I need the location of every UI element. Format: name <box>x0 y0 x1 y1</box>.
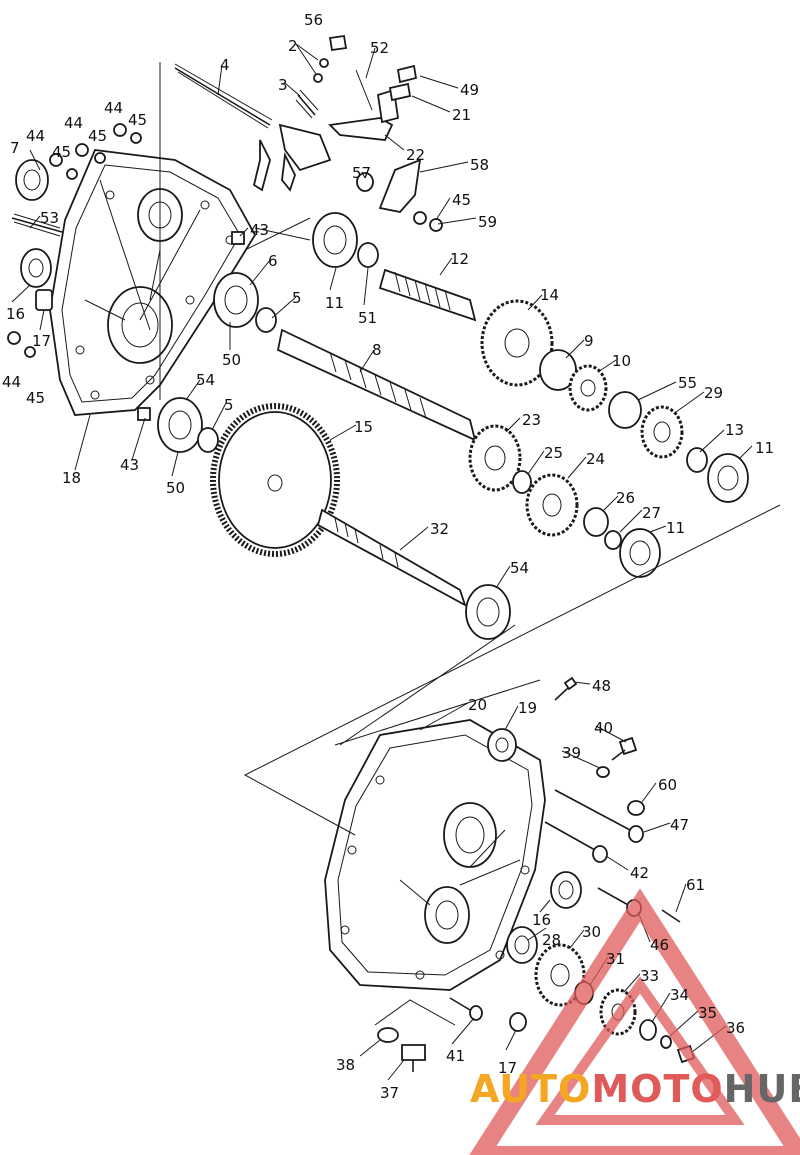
part-number-22: 22 <box>406 146 425 164</box>
part-number-11: 11 <box>666 519 685 537</box>
middle-shaft-assembly <box>157 272 661 578</box>
part-number-17: 17 <box>498 1059 517 1077</box>
part-number-45: 45 <box>128 111 147 129</box>
part-number-14: 14 <box>540 286 559 304</box>
part-number-57: 57 <box>352 164 371 182</box>
part-number-31: 31 <box>606 950 625 968</box>
part-number-41: 41 <box>446 1047 465 1065</box>
part-number-18: 18 <box>62 469 81 487</box>
part-number-24: 24 <box>586 450 605 468</box>
part-number-16: 16 <box>6 305 25 323</box>
part-number-15: 15 <box>354 418 373 436</box>
part-number-5: 5 <box>224 396 234 414</box>
part-number-58: 58 <box>470 156 489 174</box>
part-number-44: 44 <box>64 114 83 132</box>
part-number-11: 11 <box>325 294 344 312</box>
part-number-51: 51 <box>358 309 377 327</box>
part-number-40: 40 <box>594 719 613 737</box>
part-number-33: 33 <box>640 967 659 985</box>
guide-lines <box>243 217 781 1026</box>
part-number-13: 13 <box>725 421 744 439</box>
left-small-parts <box>7 123 245 421</box>
part-number-27: 27 <box>642 504 661 522</box>
part-number-45: 45 <box>452 191 471 209</box>
part-number-32: 32 <box>430 520 449 538</box>
part-number-48: 48 <box>592 677 611 695</box>
part-number-17: 17 <box>32 332 51 350</box>
part-number-54: 54 <box>196 371 215 389</box>
part-number-6: 6 <box>268 252 278 270</box>
part-number-37: 37 <box>380 1084 399 1102</box>
part-number-5: 5 <box>292 289 302 307</box>
leader-lines <box>11 43 753 1081</box>
part-number-16: 16 <box>532 911 551 929</box>
part-number-52: 52 <box>370 39 389 57</box>
part-number-45: 45 <box>26 389 45 407</box>
part-number-38: 38 <box>336 1056 355 1074</box>
brand-part-hub: HUB <box>724 1067 800 1111</box>
part-number-23: 23 <box>522 411 541 429</box>
part-number-53: 53 <box>40 209 59 227</box>
part-number-2: 2 <box>288 37 298 55</box>
part-number-44: 44 <box>26 127 45 145</box>
part-number-35: 35 <box>698 1004 717 1022</box>
part-number-61: 61 <box>686 876 705 894</box>
part-number-60: 60 <box>658 776 677 794</box>
part-number-46: 46 <box>650 936 669 954</box>
part-number-19: 19 <box>518 699 537 717</box>
shift-mechanism <box>159 34 443 400</box>
right-case <box>324 719 546 991</box>
brand-part-auto: AUTO <box>470 1067 591 1111</box>
part-number-50: 50 <box>222 351 241 369</box>
part-number-26: 26 <box>616 489 635 507</box>
part-number-44: 44 <box>2 373 21 391</box>
part-number-39: 39 <box>562 744 581 762</box>
part-number-42: 42 <box>630 864 649 882</box>
part-number-36: 36 <box>726 1019 745 1037</box>
part-number-3: 3 <box>278 76 288 94</box>
part-number-9: 9 <box>584 332 594 350</box>
watermark-logo: AUTOMOTOHUB <box>470 1067 800 1111</box>
brand-part-moto: MOTO <box>591 1067 723 1111</box>
part-number-43: 43 <box>250 221 269 239</box>
part-number-56: 56 <box>304 11 323 29</box>
part-number-50: 50 <box>166 479 185 497</box>
part-number-20: 20 <box>468 696 487 714</box>
part-number-54: 54 <box>510 559 529 577</box>
part-number-55: 55 <box>678 374 697 392</box>
left-case-cover <box>49 149 257 416</box>
part-number-49: 49 <box>460 81 479 99</box>
upper-shaft-assembly <box>312 212 749 503</box>
part-number-43: 43 <box>120 456 139 474</box>
part-number-45: 45 <box>52 143 71 161</box>
part-number-44: 44 <box>104 99 123 117</box>
part-number-30: 30 <box>582 923 601 941</box>
part-number-28: 28 <box>542 931 561 949</box>
part-number-8: 8 <box>372 341 382 359</box>
part-number-12: 12 <box>450 250 469 268</box>
part-number-59: 59 <box>478 213 497 231</box>
part-number-11: 11 <box>755 439 774 457</box>
part-number-34: 34 <box>670 986 689 1004</box>
svg-text:AUTOMOTOHUB: AUTOMOTOHUB <box>470 1067 800 1111</box>
part-number-29: 29 <box>704 384 723 402</box>
part-number-10: 10 <box>612 352 631 370</box>
output-assembly <box>210 403 511 640</box>
part-number-25: 25 <box>544 444 563 462</box>
part-number-4: 4 <box>220 56 230 74</box>
part-number-47: 47 <box>670 816 689 834</box>
watermark-triangle <box>469 888 800 1155</box>
part-number-7: 7 <box>10 139 20 157</box>
part-number-21: 21 <box>452 106 471 124</box>
part-number-45: 45 <box>88 127 107 145</box>
